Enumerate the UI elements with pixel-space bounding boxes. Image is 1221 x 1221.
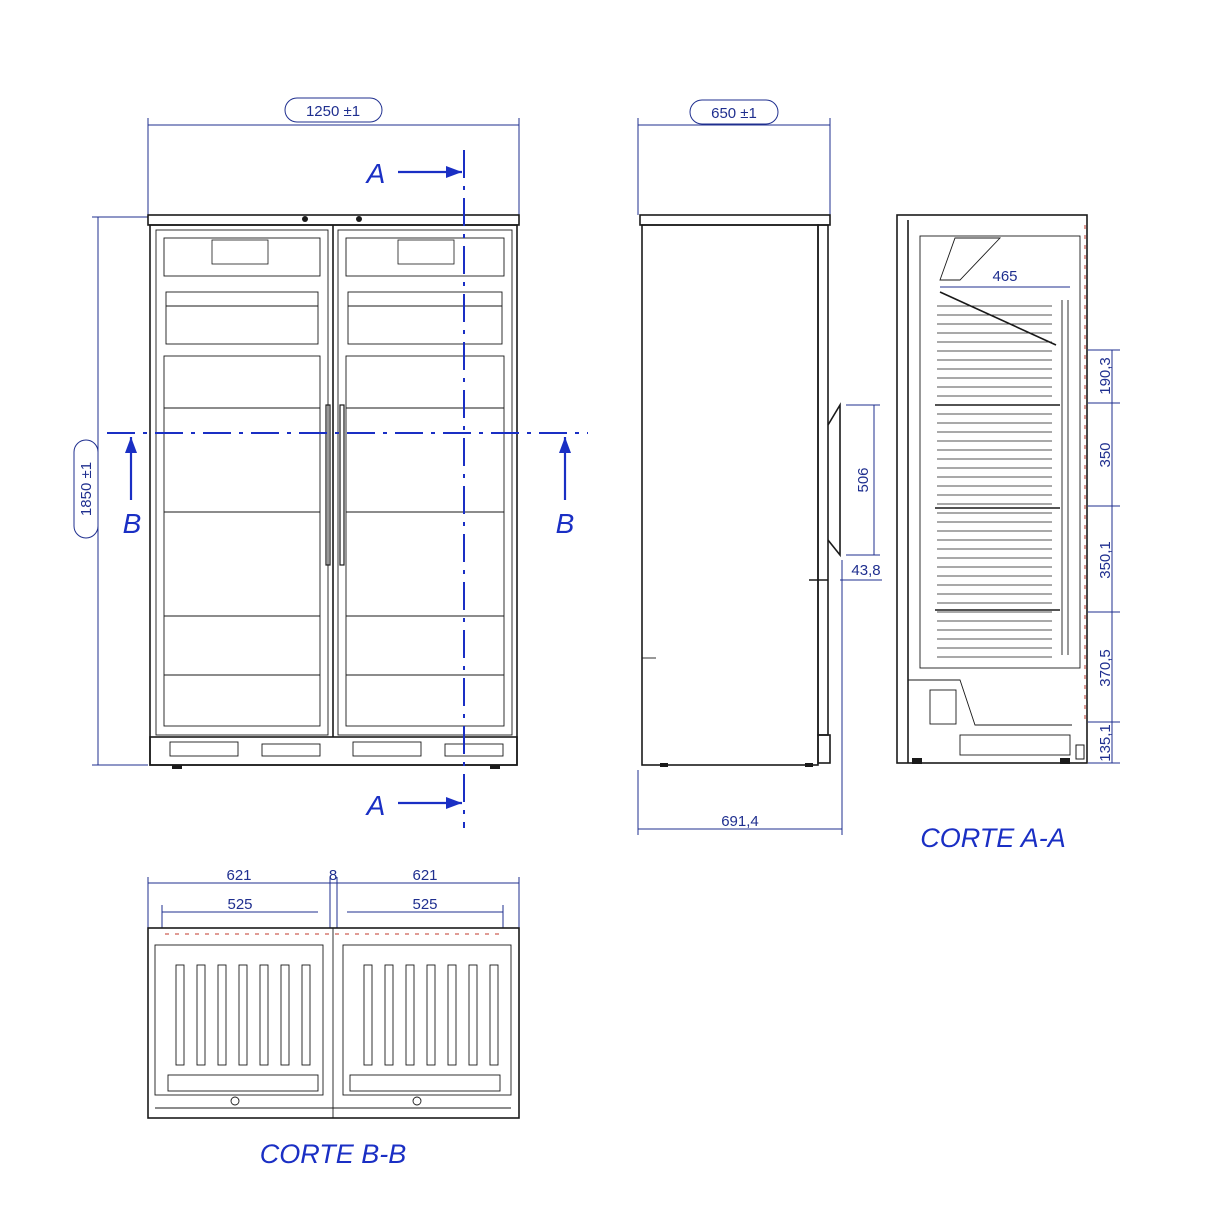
front-view: 1250 ±1 1850 ±1 [73,97,520,769]
controller-display-right [444,743,504,757]
section-b-b: 621 8 621 525 525 [147,867,520,1119]
side-view: 650 ±1 506 43,8 691,4 [637,99,882,835]
plan-bin [238,964,248,1066]
section-title-aa: CORTE A-A [920,823,1066,853]
section-marker-a-bottom: A [365,790,386,821]
plan-gap: 8 [329,867,337,884]
overall-depth-dimension: 691,4 [721,813,759,830]
spacing-2: 350 [1097,442,1114,467]
section-line-b [107,432,588,500]
depth-dimension-box [689,99,779,125]
plan-bin [196,964,206,1066]
plan-outer-left: 621 [226,867,251,884]
section-marker-b-right: B [556,508,575,539]
side-handle [827,402,841,558]
shelf-depth-dimension: 465 [992,268,1017,285]
plan-bin [280,964,290,1066]
plan-outer-right: 621 [412,867,437,884]
plan-bin [384,964,394,1066]
handle-offset-dimension: 43,8 [851,562,880,579]
spacing-3: 350,1 [1097,541,1114,579]
section-marker-b-left: B [123,508,142,539]
plan-bin [259,964,269,1066]
door-handle-right [339,404,345,566]
width-dimension-box [284,97,383,123]
spacing-1: 190,3 [1097,357,1114,395]
plan-bin [405,964,415,1066]
plan-bin [217,964,227,1066]
plan-inner-right: 525 [412,896,437,913]
plan-bin [489,964,499,1066]
depth-dimension: 650 ±1 [711,105,757,122]
section-marker-a-top: A [365,158,386,189]
width-dimension: 1250 ±1 [306,103,360,120]
plan-bin [426,964,436,1066]
plan-bottle-bins [175,964,499,1066]
handle-length-dimension: 506 [855,467,872,492]
height-dimension-box [73,439,99,539]
fan-grille-left [165,291,319,345]
controller-display-left [261,743,321,757]
plan-bin [447,964,457,1066]
spacing-4: 370,5 [1097,649,1114,687]
plan-inner-left: 525 [227,896,252,913]
plan-bin [468,964,478,1066]
section-line-a [398,150,465,828]
plan-bin [363,964,373,1066]
spacing-5: 135,1 [1097,724,1114,762]
fan-grille-right [347,291,503,345]
shelves-front [163,355,505,727]
plan-bin [301,964,311,1066]
plan-bin [175,964,185,1066]
bottle-rows [937,305,1052,658]
section-a-a: 465 190,3 350 350,1 370,5 135,1 [896,214,1120,764]
height-dimension: 1850 ±1 [78,462,95,516]
door-handle-left [325,404,331,566]
section-title-bb: CORTE B-B [260,1139,407,1169]
